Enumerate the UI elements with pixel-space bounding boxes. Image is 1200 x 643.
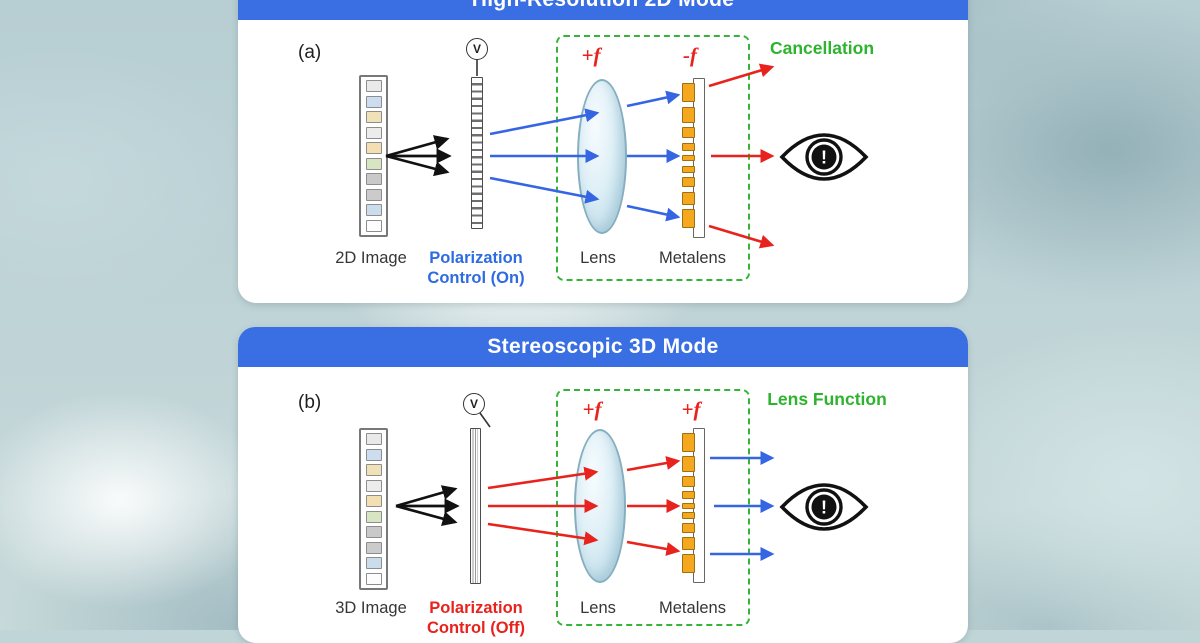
lens-focal-label-b: +f <box>582 397 602 421</box>
metalens-focal-label-a: -f <box>683 43 697 67</box>
metalens-segment <box>682 554 695 573</box>
lens-group-box-a <box>556 35 750 281</box>
pixel-cell <box>365 495 382 508</box>
refractive-lens-a <box>577 79 627 234</box>
pixel-cell <box>365 448 382 461</box>
voltage-node-b: V <box>463 393 485 415</box>
panel-b-title: Stereoscopic 3D Mode <box>487 335 719 358</box>
metalens-segment <box>682 512 695 520</box>
lens-label-a: Lens <box>580 249 616 267</box>
metalens-segment <box>682 209 695 228</box>
voltage-symbol: V <box>472 42 481 56</box>
pixel-cell <box>365 142 382 155</box>
metalens-segment <box>682 127 695 138</box>
metalens-segment <box>682 455 695 472</box>
polarization-label-line2: Control (Off) <box>426 618 526 637</box>
metalens-label-b: Metalens <box>659 599 726 617</box>
metalens-focal-label-b: +f <box>681 397 701 421</box>
pixel-cell <box>365 219 382 232</box>
metalens-segment <box>682 165 695 173</box>
result-label-a: Cancellation <box>769 38 875 58</box>
polarization-label-line1: Polarization <box>429 599 523 617</box>
image-source-label-a: 2D Image <box>335 249 407 267</box>
metalens-segment <box>682 502 695 509</box>
lens-group-box-b <box>556 389 750 626</box>
metalens-segment <box>682 537 695 551</box>
pixel-cell <box>365 557 382 570</box>
pixel-cell <box>365 80 382 93</box>
metalens-segment <box>682 142 695 151</box>
image-source-label-b: 3D Image <box>335 599 407 617</box>
lens-focal-label-a: +f <box>581 43 601 67</box>
pixel-cell <box>365 464 382 477</box>
metalens-segment <box>682 433 695 452</box>
refractive-lens-b <box>574 429 626 583</box>
lens-label-b: Lens <box>580 599 616 617</box>
metalens-segment <box>682 191 695 205</box>
polarization-bar-striped <box>471 77 483 229</box>
pixel-cell <box>365 526 382 539</box>
pixel-cell <box>365 188 382 201</box>
polarization-label-line2: Control (On) <box>427 268 525 287</box>
metalens-segment <box>682 523 695 534</box>
polarization-label-line1: Polarization <box>429 249 523 267</box>
result-label-b: Lens Function <box>767 389 887 409</box>
metalens-segment <box>682 177 695 187</box>
pixel-cell <box>365 433 382 446</box>
panel-b-title-banner: Stereoscopic 3D Mode <box>238 327 968 367</box>
pixel-cell <box>365 95 382 108</box>
metalens-segment <box>682 106 695 123</box>
panel-a-title-banner: High-Resolution 2D Mode <box>238 0 968 20</box>
pixel-cell <box>365 479 382 492</box>
pixel-cell <box>365 126 382 139</box>
metalens-segment <box>682 475 695 487</box>
polarization-bar-plain <box>470 428 481 584</box>
voltage-node-a: V <box>466 38 488 60</box>
metalens-label-a: Metalens <box>659 249 726 267</box>
metalens-segments-a <box>682 83 695 228</box>
pixel-cell <box>365 510 382 523</box>
polarization-label-a: Polarization Control (On) <box>406 249 546 288</box>
pixel-cell <box>365 572 382 585</box>
metalens-segment <box>682 83 695 102</box>
image-source-3d <box>359 428 388 590</box>
panel-b-label: (b) <box>298 392 322 413</box>
image-source-2d <box>359 75 388 237</box>
metalens-segment <box>682 490 695 499</box>
polarization-label-b: Polarization Control (Off) <box>406 599 546 638</box>
voltage-symbol: V <box>469 397 478 411</box>
pixel-cell <box>365 173 382 186</box>
panel-a-label: (a) <box>298 42 322 63</box>
pixel-cell <box>365 111 382 124</box>
pixel-cell <box>365 204 382 217</box>
pixel-cell <box>365 541 382 554</box>
metalens-segments-b <box>682 433 695 573</box>
panel-a-title: High-Resolution 2D Mode <box>472 0 734 12</box>
metalens-segment <box>682 155 695 161</box>
pixel-cell <box>365 157 382 170</box>
